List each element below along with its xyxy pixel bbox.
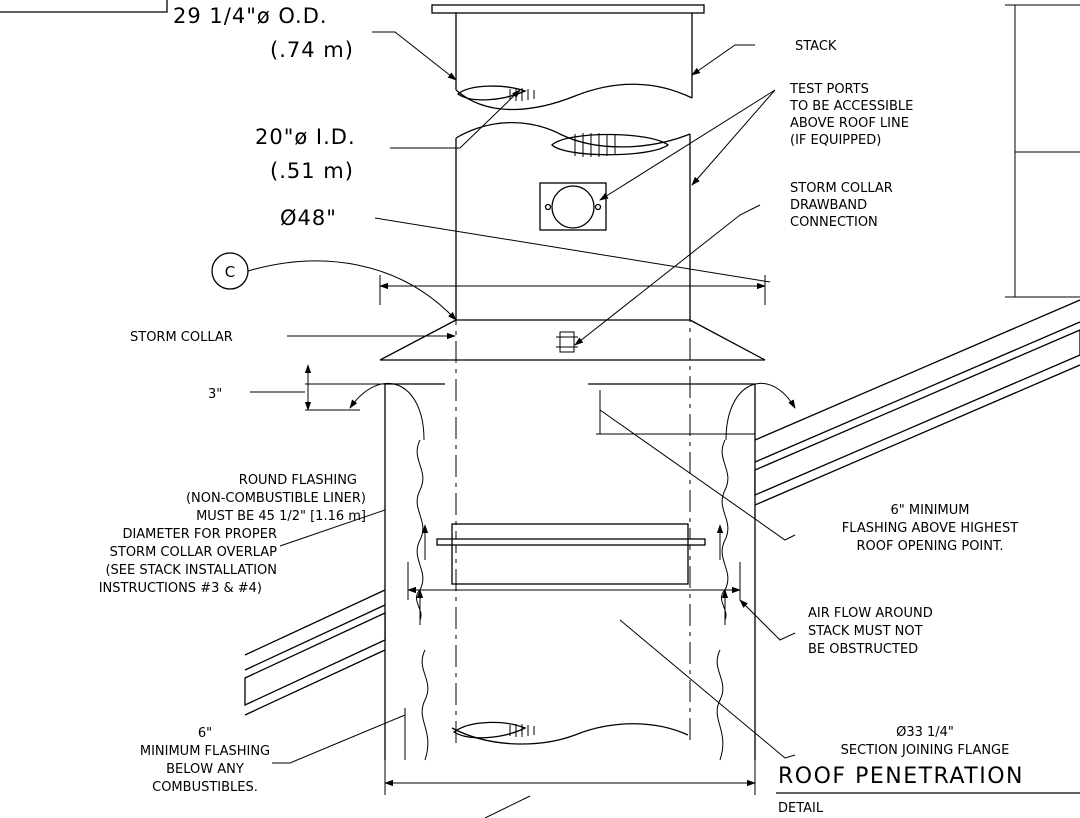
round-flashing-label-1: ROUND FLASHING: [239, 473, 357, 488]
diameter-48-label: Ø48": [280, 206, 337, 230]
insulation-cutaway-bottom: [452, 721, 527, 739]
insulation-cutaway-mid: [551, 133, 670, 156]
flange-label-1: Ø33 1/4": [896, 725, 954, 740]
stack-cap: [431, 4, 705, 14]
test-port-plate: [539, 182, 607, 231]
round-flashing-label-6: (SEE STACK INSTALLATION: [105, 563, 277, 578]
round-flashing-label-4: DIAMETER FOR PROPER: [122, 527, 277, 542]
six-below-label-1: 6": [198, 726, 212, 741]
six-below-label-2: MINIMUM FLASHING: [140, 744, 270, 759]
page-subtitle: DETAIL: [778, 801, 824, 816]
flange-label-2: SECTION JOINING FLANGE: [841, 743, 1010, 758]
six-below-label-3: BELOW ANY: [166, 762, 244, 777]
right-dimension: [1005, 4, 1080, 298]
id-metric: (.51 m): [270, 159, 354, 183]
stack-top-segment: [431, 4, 705, 111]
page-title: ROOF PENETRATION: [778, 764, 1024, 789]
dim-3-label: 3": [208, 387, 222, 402]
six-above-label-2: FLASHING ABOVE HIGHEST: [842, 521, 1018, 536]
section-joining-flange: [407, 523, 741, 600]
drawband-label-1: STORM COLLAR: [790, 181, 893, 196]
air-flow-label-3: BE OBSTRUCTED: [808, 642, 918, 657]
insulation-cutaway-top: [456, 85, 527, 101]
stack-bottom-break: [384, 721, 756, 818]
test-ports-label-3: ABOVE ROOF LINE: [790, 116, 909, 131]
test-ports-label-1: TEST PORTS: [789, 82, 869, 97]
roof-left: [244, 589, 386, 716]
title-box-fragment: [0, 0, 168, 13]
test-ports-label-2: TO BE ACCESSIBLE: [789, 99, 913, 114]
stack-main-body: [455, 121, 691, 745]
roof-right: [754, 299, 1080, 506]
round-flashing: [304, 364, 796, 761]
round-flashing-label-5: STORM COLLAR OVERLAP: [110, 545, 278, 560]
six-below-label-4: COMBUSTIBLES.: [152, 780, 258, 795]
stack-label: STACK: [795, 39, 837, 54]
drawband-label-3: CONNECTION: [790, 215, 878, 230]
round-flashing-label-3: MUST BE 45 1/2" [1.16 m]: [196, 509, 366, 524]
storm-collar: [379, 275, 766, 361]
od-metric: (.74 m): [270, 38, 354, 62]
six-above-label-1: 6" MINIMUM: [891, 503, 970, 518]
six-above-label-3: ROOF OPENING POINT.: [856, 539, 1003, 554]
storm-collar-label: STORM COLLAR: [130, 330, 233, 345]
test-ports-label-4: (IF EQUIPPED): [790, 133, 881, 148]
od-value: 29 1/4"ø O.D.: [173, 4, 328, 28]
air-flow-label-1: AIR FLOW AROUND: [808, 606, 933, 621]
callout-c-label: C: [225, 263, 235, 281]
test-port: [551, 185, 595, 229]
id-value: 20"ø I.D.: [255, 125, 356, 149]
air-flow-label-2: STACK MUST NOT: [808, 624, 923, 639]
round-flashing-label-2: (NON-COMBUSTIBLE LINER): [186, 491, 366, 506]
round-flashing-label-7: INSTRUCTIONS #3 & #4): [99, 581, 262, 596]
drawband-label-2: DRAWBAND: [790, 198, 867, 213]
drawband-connection: [559, 331, 575, 353]
